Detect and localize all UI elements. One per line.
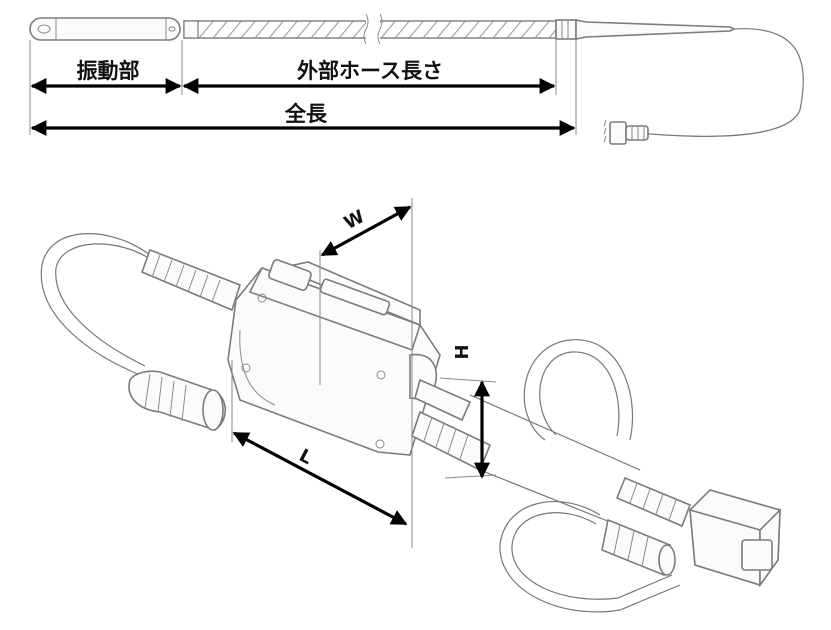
right-strain-relief xyxy=(411,410,492,472)
vibration-head xyxy=(29,17,181,41)
vibration-section-label: 振動部 xyxy=(77,59,140,83)
left-round-connector xyxy=(128,370,226,431)
right-cable-loop-lower xyxy=(499,501,681,613)
cable-connector xyxy=(603,119,649,145)
length-dimension xyxy=(232,431,408,526)
right-round-connector xyxy=(601,518,676,577)
hose-end-fitting xyxy=(555,19,736,40)
width-label: W xyxy=(341,206,369,234)
converter-body xyxy=(227,259,472,456)
left-strain-relief xyxy=(140,248,241,312)
width-dimension xyxy=(320,205,412,257)
external-hose xyxy=(183,13,557,45)
right-strain-relief-2 xyxy=(615,476,692,528)
right-cable xyxy=(469,394,641,531)
hose-length-label: 外部ホース長さ xyxy=(297,59,443,83)
height-label: H xyxy=(452,344,473,359)
converter-perspective-view: W H L xyxy=(40,198,781,613)
right-cable-loop-upper xyxy=(523,339,634,441)
signal-cable xyxy=(639,28,804,137)
overall-length-label: 全長 xyxy=(284,102,328,126)
probe-side-view: 振動部 外部ホース長さ 全長 xyxy=(29,13,804,145)
box-connector xyxy=(689,489,781,588)
left-cable-loop xyxy=(40,233,151,376)
